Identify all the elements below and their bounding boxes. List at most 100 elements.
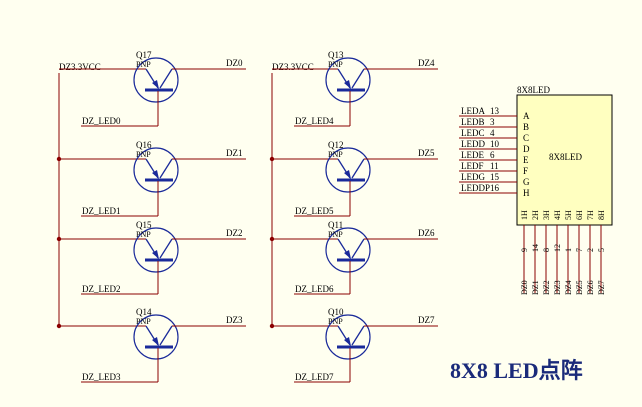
column-pin-number: 5 — [597, 248, 606, 252]
column-net-label: DZ2 — [542, 280, 551, 295]
emitter-arrow — [152, 337, 159, 346]
transistor-ref: Q17 — [136, 50, 152, 60]
emitter-arrow — [152, 80, 159, 89]
transistor-type: PNP — [136, 60, 151, 69]
transistor-ref: Q16 — [136, 140, 152, 150]
junction-dot — [56, 236, 62, 242]
column-pin-number: 1 — [564, 248, 573, 252]
collector-lead — [351, 238, 365, 259]
row-net-label: LEDE — [461, 150, 484, 160]
transistor-body — [325, 147, 371, 193]
collector-net-label: DZ4 — [418, 58, 435, 68]
transistor-body — [133, 314, 179, 360]
transistor-type: PNP — [136, 150, 151, 159]
collector-net-label: DZ7 — [418, 315, 435, 325]
row-net-label: LEDC — [461, 128, 485, 138]
row-pin-letter: F — [523, 166, 528, 176]
collector-net-label: DZ2 — [226, 228, 243, 238]
column-pin-label: 4H — [553, 210, 562, 220]
diagram-caption: 8X8 LED点阵 — [450, 358, 583, 383]
matrix-name: 8X8LED — [517, 85, 550, 95]
transistor-ref: Q10 — [328, 307, 344, 317]
row-pin-letter: H — [523, 188, 530, 198]
column-pin-number: 7 — [575, 248, 584, 252]
row-net-label: LEDDP — [461, 183, 490, 193]
row-net-label: LEDA — [461, 106, 485, 116]
base-net-label: DZ_LED2 — [82, 284, 121, 294]
row-pin-letter: B — [523, 122, 529, 132]
transistor-ref: Q11 — [328, 220, 343, 230]
column-net-label: DZ1 — [531, 280, 540, 295]
column-net-label: DZ4 — [564, 280, 573, 295]
column-pin-label: 2H — [531, 210, 540, 220]
column-net-label: DZ5 — [575, 280, 584, 295]
column-pin-label: 6H — [575, 210, 584, 220]
column-pin-number: 2 — [586, 248, 595, 252]
base-net-label: DZ_LED4 — [295, 116, 334, 126]
row-pin-letter: C — [523, 133, 529, 143]
collector-net-label: DZ6 — [418, 228, 435, 238]
row-pin-letter: G — [523, 177, 530, 187]
collector-net-label: DZ0 — [226, 58, 243, 68]
row-net-label: LEDB — [461, 117, 485, 127]
junction-dot — [56, 323, 62, 329]
collector-lead — [159, 325, 173, 346]
emitter-arrow — [344, 170, 351, 179]
collector-net-label: DZ5 — [418, 148, 435, 158]
base-net-label: DZ_LED0 — [82, 116, 121, 126]
supply-label: DZ3.3VCC — [59, 62, 101, 72]
row-pin-number: 15 — [490, 172, 500, 182]
row-pin-number: 6 — [490, 150, 495, 160]
transistor-body — [325, 314, 371, 360]
column-net-label: DZ7 — [597, 280, 606, 295]
junction-dot — [269, 323, 275, 329]
junction-dot — [269, 236, 275, 242]
transistor-type: PNP — [328, 230, 343, 239]
base-net-label: DZ_LED1 — [82, 206, 121, 216]
transistor-type: PNP — [136, 230, 151, 239]
row-pin-number: 10 — [490, 139, 500, 149]
row-pin-letter: D — [523, 144, 530, 154]
emitter-arrow — [152, 170, 159, 179]
collector-lead — [159, 158, 173, 179]
base-net-label: DZ_LED3 — [82, 372, 121, 382]
transistor-body — [325, 57, 371, 103]
collector-net-label: DZ1 — [226, 148, 243, 158]
row-net-label: LEDF — [461, 161, 484, 171]
transistor-body — [133, 227, 179, 273]
matrix-body — [516, 94, 613, 226]
transistor-type: PNP — [136, 317, 151, 326]
base-net-label: DZ_LED6 — [295, 284, 334, 294]
column-pin-label: 3H — [542, 210, 551, 220]
column-net-label: DZ3 — [553, 280, 562, 295]
column-pin-label: 5H — [564, 210, 573, 220]
row-pin-number: 13 — [490, 106, 500, 116]
transistor-type: PNP — [328, 317, 343, 326]
collector-lead — [351, 68, 365, 89]
collector-lead — [351, 325, 365, 346]
column-pin-number: 9 — [520, 248, 529, 252]
column-pin-label: 1H — [520, 210, 529, 220]
row-pin-letter: A — [523, 111, 530, 121]
collector-net-label: DZ3 — [226, 315, 243, 325]
transistor-type: PNP — [328, 150, 343, 159]
column-net-label: DZ6 — [586, 280, 595, 295]
base-net-label: DZ_LED7 — [295, 372, 334, 382]
column-net-label: DZ0 — [520, 280, 529, 295]
transistor-ref: Q12 — [328, 140, 344, 150]
collector-lead — [159, 238, 173, 259]
row-pin-number: 11 — [490, 161, 499, 171]
emitter-arrow — [152, 250, 159, 259]
collector-lead — [159, 68, 173, 89]
